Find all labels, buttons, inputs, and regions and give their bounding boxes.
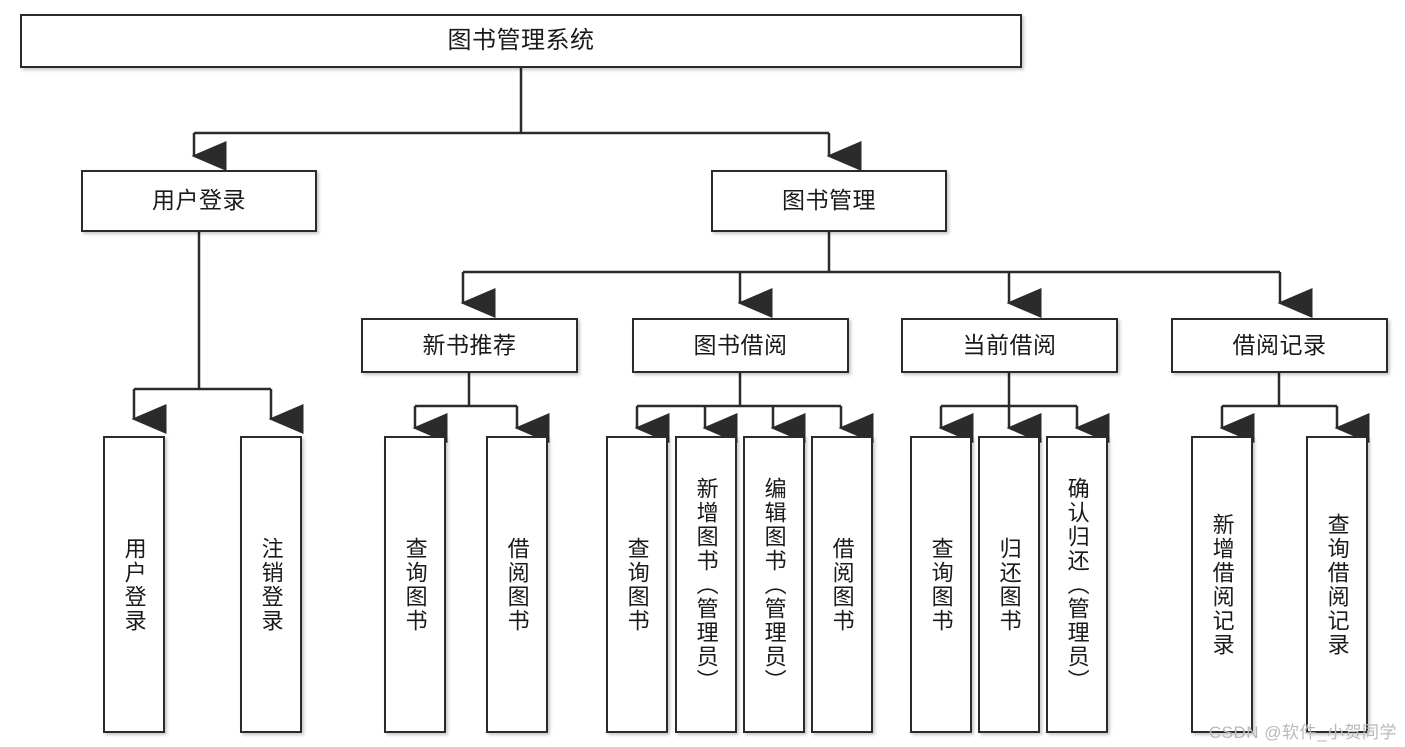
node-user-login[interactable]: 用户登录 [81, 170, 317, 232]
leaf-confirm-return-label: 确认归还（管理员） [1064, 476, 1090, 693]
node-borrow-record-label: 借阅记录 [1232, 331, 1327, 358]
node-root-label: 图书管理系统 [447, 26, 595, 54]
leaf-query-book-1-label: 查询图书 [402, 536, 428, 633]
leaf-query-book-1[interactable]: 查询图书 [384, 436, 446, 733]
node-current-borrow-label: 当前借阅 [962, 331, 1057, 358]
leaf-logout-label: 注销登录 [258, 536, 284, 633]
leaf-borrow-book-2[interactable]: 借阅图书 [811, 436, 873, 733]
leaf-borrow-book-2-label: 借阅图书 [829, 536, 855, 633]
node-user-login-label: 用户登录 [152, 187, 246, 214]
leaf-query-book-3-label: 查询图书 [928, 536, 954, 633]
leaf-query-book-3[interactable]: 查询图书 [910, 436, 972, 733]
leaf-edit-book-label: 编辑图书（管理员） [761, 476, 787, 693]
leaf-logout[interactable]: 注销登录 [240, 436, 302, 733]
leaf-return-book[interactable]: 归还图书 [978, 436, 1040, 733]
leaf-edit-book[interactable]: 编辑图书（管理员） [743, 436, 805, 733]
csdn-watermark: CSDN @软件_小贺同学 [1208, 723, 1397, 742]
leaf-add-book-label: 新增图书（管理员） [693, 476, 719, 693]
leaf-confirm-return[interactable]: 确认归还（管理员） [1046, 436, 1108, 733]
leaf-add-record[interactable]: 新增借阅记录 [1191, 436, 1253, 733]
node-root[interactable]: 图书管理系统 [20, 14, 1022, 68]
leaf-add-book[interactable]: 新增图书（管理员） [675, 436, 737, 733]
leaf-borrow-book-1[interactable]: 借阅图书 [486, 436, 548, 733]
leaf-query-book-2-label: 查询图书 [624, 536, 650, 633]
leaf-user-login-label: 用户登录 [121, 536, 147, 633]
leaf-query-book-2[interactable]: 查询图书 [606, 436, 668, 733]
node-borrow-record[interactable]: 借阅记录 [1171, 318, 1388, 373]
node-book-borrow[interactable]: 图书借阅 [632, 318, 849, 373]
node-new-book-rec[interactable]: 新书推荐 [361, 318, 578, 373]
leaf-return-book-label: 归还图书 [996, 536, 1022, 633]
leaf-query-record[interactable]: 查询借阅记录 [1306, 436, 1368, 733]
node-book-manage[interactable]: 图书管理 [711, 170, 947, 232]
leaf-borrow-book-1-label: 借阅图书 [504, 536, 530, 633]
node-book-manage-label: 图书管理 [782, 187, 876, 214]
leaf-query-record-label: 查询借阅记录 [1324, 512, 1350, 657]
node-book-borrow-label: 图书借阅 [693, 331, 788, 358]
leaf-user-login[interactable]: 用户登录 [103, 436, 165, 733]
leaf-add-record-label: 新增借阅记录 [1209, 512, 1235, 657]
node-current-borrow[interactable]: 当前借阅 [901, 318, 1118, 373]
node-new-book-rec-label: 新书推荐 [422, 331, 517, 358]
